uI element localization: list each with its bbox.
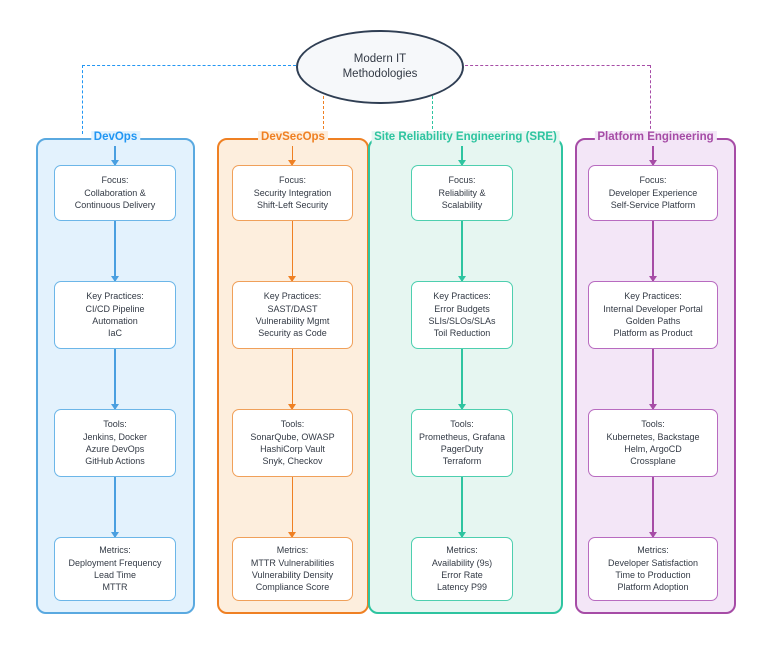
arrowhead-icon bbox=[110, 160, 119, 166]
arrowhead-icon bbox=[110, 404, 119, 410]
node-label-devops-metrics: Metrics: Deployment Frequency Lead Time … bbox=[68, 545, 162, 593]
arrowhead-icon bbox=[457, 160, 466, 166]
node-label-platform-tools: Tools: Kubernetes, Backstage Helm, ArgoC… bbox=[606, 419, 700, 467]
node-label-platform-metrics: Metrics: Developer Satisfaction Time to … bbox=[607, 545, 699, 593]
node-platform-metrics[interactable]: Metrics: Developer Satisfaction Time to … bbox=[588, 537, 718, 601]
arrowhead-icon bbox=[648, 276, 657, 282]
node-label-sre-tools: Tools: Prometheus, Grafana PagerDuty Ter… bbox=[418, 419, 506, 467]
subgraph-title-devsecops: DevSecOps bbox=[258, 131, 328, 143]
arrowhead-icon bbox=[457, 532, 466, 538]
node-devops-tools[interactable]: Tools: Jenkins, Docker Azure DevOps GitH… bbox=[54, 409, 176, 477]
node-devsecops-tools[interactable]: Tools: SonarQube, OWASP HashiCorp Vault … bbox=[232, 409, 353, 477]
node-sre-metrics[interactable]: Metrics: Availability (9s) Error Rate La… bbox=[411, 537, 513, 601]
node-sre-tools[interactable]: Tools: Prometheus, Grafana PagerDuty Ter… bbox=[411, 409, 513, 477]
subgraph-title-devops: DevOps bbox=[90, 131, 141, 143]
node-sre-practices[interactable]: Key Practices: Error Budgets SLIs/SLOs/S… bbox=[411, 281, 513, 349]
node-label-devsecops-focus: Focus: Security Integration Shift-Left S… bbox=[253, 175, 332, 211]
node-devops-metrics[interactable]: Metrics: Deployment Frequency Lead Time … bbox=[54, 537, 176, 601]
arrowhead-icon bbox=[457, 276, 466, 282]
node-devops-focus[interactable]: Focus: Collaboration & Continuous Delive… bbox=[54, 165, 176, 221]
arrowhead-icon bbox=[457, 404, 466, 410]
arrowhead-icon bbox=[288, 160, 297, 166]
root-node-modern-it-methodologies[interactable]: Modern IT Methodologies bbox=[296, 30, 464, 104]
node-platform-practices[interactable]: Key Practices: Internal Developer Portal… bbox=[588, 281, 718, 349]
arrowhead-icon bbox=[648, 404, 657, 410]
node-label-platform-focus: Focus: Developer Experience Self-Service… bbox=[608, 175, 698, 211]
node-label-devops-practices: Key Practices: CI/CD Pipeline Automation… bbox=[85, 291, 145, 339]
arrowhead-icon bbox=[288, 532, 297, 538]
node-label-devsecops-practices: Key Practices: SAST/DAST Vulnerability M… bbox=[255, 291, 330, 339]
node-label-devsecops-metrics: Metrics: MTTR Vulnerabilities Vulnerabil… bbox=[250, 545, 335, 593]
subgraph-title-sre: Site Reliability Engineering (SRE) bbox=[371, 131, 560, 143]
arrowhead-icon bbox=[648, 532, 657, 538]
node-platform-focus[interactable]: Focus: Developer Experience Self-Service… bbox=[588, 165, 718, 221]
node-devsecops-focus[interactable]: Focus: Security Integration Shift-Left S… bbox=[232, 165, 353, 221]
node-devops-practices[interactable]: Key Practices: CI/CD Pipeline Automation… bbox=[54, 281, 176, 349]
node-label-platform-practices: Key Practices: Internal Developer Portal… bbox=[603, 291, 703, 339]
arrowhead-icon bbox=[110, 276, 119, 282]
node-devsecops-metrics[interactable]: Metrics: MTTR Vulnerabilities Vulnerabil… bbox=[232, 537, 353, 601]
node-label-devops-tools: Tools: Jenkins, Docker Azure DevOps GitH… bbox=[82, 419, 148, 467]
subgraph-title-platform: Platform Engineering bbox=[594, 131, 717, 143]
arrowhead-icon bbox=[110, 532, 119, 538]
arrowhead-icon bbox=[288, 276, 297, 282]
node-platform-tools[interactable]: Tools: Kubernetes, Backstage Helm, ArgoC… bbox=[588, 409, 718, 477]
arrowhead-icon bbox=[288, 404, 297, 410]
node-sre-focus[interactable]: Focus: Reliability & Scalability bbox=[411, 165, 513, 221]
root-node-label: Modern IT Methodologies bbox=[342, 53, 418, 80]
node-label-sre-metrics: Metrics: Availability (9s) Error Rate La… bbox=[431, 545, 493, 593]
node-devsecops-practices[interactable]: Key Practices: SAST/DAST Vulnerability M… bbox=[232, 281, 353, 349]
arrowhead-icon bbox=[648, 160, 657, 166]
node-label-sre-practices: Key Practices: Error Budgets SLIs/SLOs/S… bbox=[428, 291, 496, 339]
node-label-devops-focus: Focus: Collaboration & Continuous Delive… bbox=[74, 175, 156, 211]
node-label-sre-focus: Focus: Reliability & Scalability bbox=[438, 175, 486, 211]
node-label-devsecops-tools: Tools: SonarQube, OWASP HashiCorp Vault … bbox=[250, 419, 335, 467]
